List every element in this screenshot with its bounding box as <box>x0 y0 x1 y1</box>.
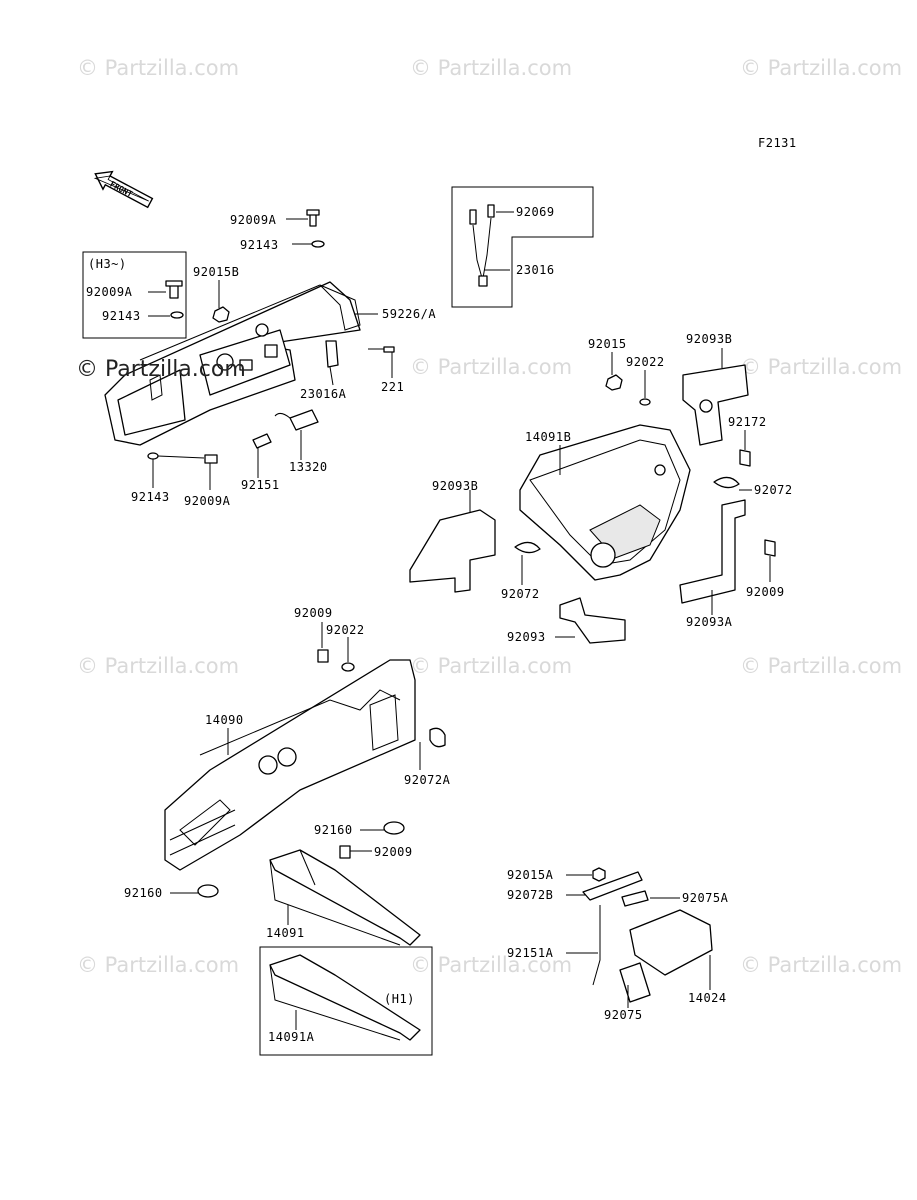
part-label: 92072 <box>754 483 793 497</box>
battery-group <box>582 867 713 1003</box>
part-label: 92009 <box>374 845 413 859</box>
part-label: 14091A <box>268 1030 315 1044</box>
watermark: © Partzilla.com <box>740 355 902 379</box>
part-label: 92015A <box>507 868 554 882</box>
part-label: 92072 <box>501 587 540 601</box>
inset-h3-title: (H3~) <box>88 257 127 271</box>
part-label: 92172 <box>728 415 767 429</box>
part-label: 92015B <box>193 265 239 279</box>
part-label: 92151 <box>241 478 280 492</box>
leader-lines <box>152 211 771 1030</box>
part-label: 13320 <box>289 460 328 474</box>
watermark-dark: © Partzilla.com <box>76 357 246 382</box>
watermark: © Partzilla.com <box>410 355 572 379</box>
part-label: 92160 <box>124 886 163 900</box>
part-label: 14090 <box>205 713 244 727</box>
part-label: 23016 <box>516 263 555 277</box>
part-label: 23016A <box>300 387 347 401</box>
part-label: 92093A <box>686 615 733 629</box>
dash-panel-14090 <box>164 649 446 898</box>
watermarks: © Partzilla.com © Partzilla.com © Partzi… <box>77 56 902 977</box>
front-arrow-icon: FRONT <box>93 170 154 209</box>
inset-h1: (H1) <box>259 946 433 1056</box>
inset-h1-title: (H1) <box>384 992 415 1006</box>
watermark: © Partzilla.com <box>740 654 902 678</box>
inset-h3-label-1: 92009A <box>86 285 133 299</box>
part-label: 92072A <box>404 773 451 787</box>
part-label: 92151A <box>507 946 554 960</box>
dash-panel-upper <box>104 281 361 446</box>
part-label: 92075 <box>604 1008 643 1022</box>
plate-14091 <box>269 845 421 946</box>
watermark: © Partzilla.com <box>410 654 572 678</box>
watermark: © Partzilla.com <box>740 953 902 977</box>
inset-h3: (H3~) 92009A 92143 <box>82 251 187 339</box>
watermark: © Partzilla.com <box>740 56 902 80</box>
part-label: 92009A <box>230 213 277 227</box>
part-label: 92075A <box>682 891 729 905</box>
part-label: 14091 <box>266 926 305 940</box>
part-label: 92093B <box>432 479 478 493</box>
part-label: 92093B <box>686 332 732 346</box>
watermark: © Partzilla.com <box>77 953 239 977</box>
watermark: © Partzilla.com <box>77 654 239 678</box>
watermark: © Partzilla.com <box>410 953 572 977</box>
plates-right <box>409 364 776 644</box>
part-label: 92022 <box>326 623 365 637</box>
part-labels: 92009A 92143 92015B 59226/A 23016A 221 1… <box>124 205 793 1044</box>
part-label: 92143 <box>131 490 170 504</box>
part-label: 92093 <box>507 630 546 644</box>
part-label: 92009 <box>746 585 785 599</box>
inset-h3-label-2: 92143 <box>102 309 141 323</box>
part-label: 92160 <box>314 823 353 837</box>
part-label: 92069 <box>516 205 555 219</box>
part-label: 92015 <box>588 337 627 351</box>
part-label: 92009A <box>184 494 231 508</box>
part-label: 92009 <box>294 606 333 620</box>
part-label: 221 <box>381 380 404 394</box>
part-label: 92143 <box>240 238 279 252</box>
part-label: 92072B <box>507 888 553 902</box>
fasteners-top-left <box>147 209 395 464</box>
figure-code: F2131 <box>758 136 797 150</box>
watermark: © Partzilla.com <box>77 56 239 80</box>
watermark: © Partzilla.com <box>410 56 572 80</box>
part-label: 14091B <box>525 430 571 444</box>
part-label: 92022 <box>626 355 665 369</box>
part-label: 59226/A <box>382 307 436 321</box>
part-label: 14024 <box>688 991 727 1005</box>
cover-14091B <box>519 424 691 581</box>
